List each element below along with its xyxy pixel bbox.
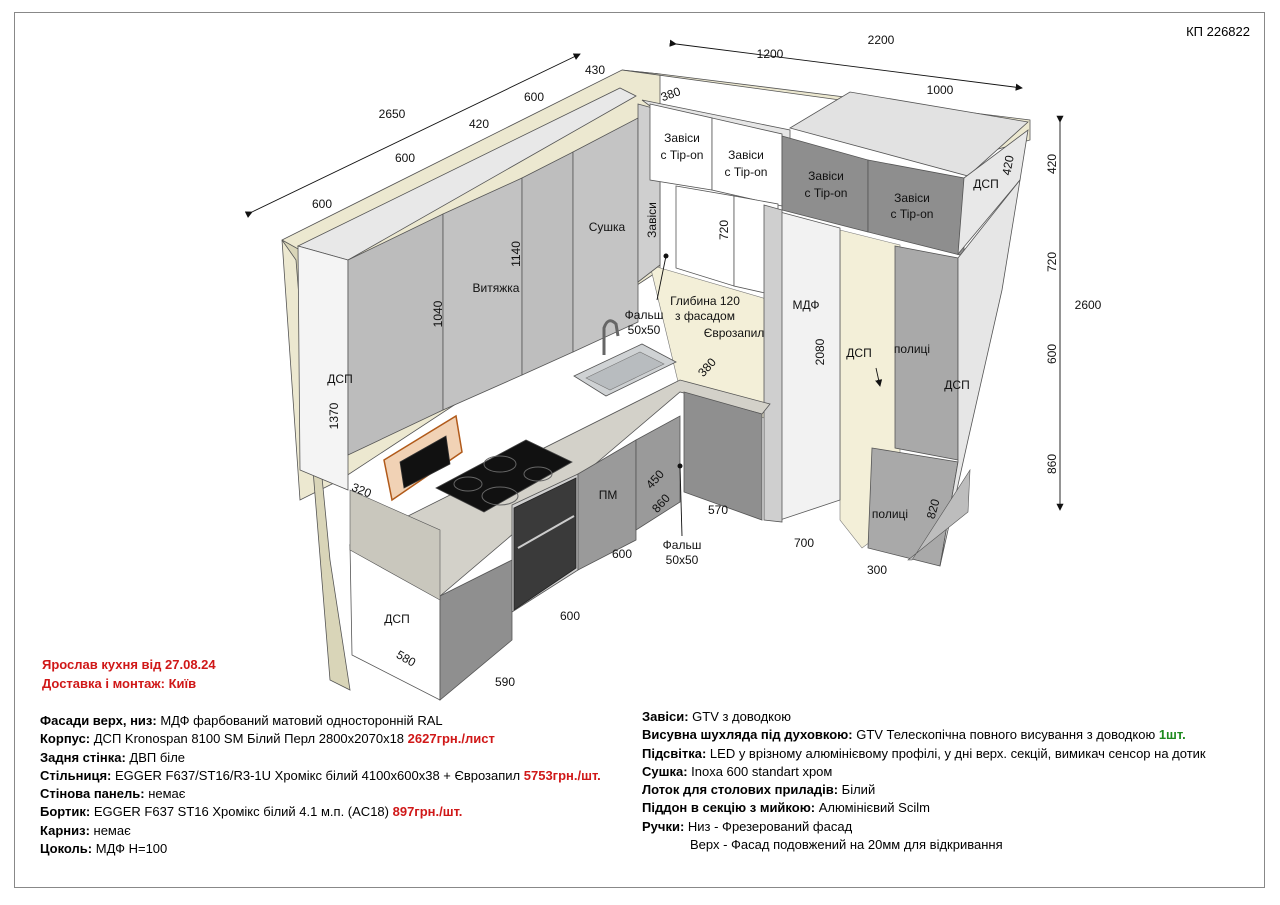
spec-row: Бортик: EGGER F637 ST16 Хромікс білий 4.… (40, 804, 463, 820)
dim-1200: 1200 (757, 47, 784, 61)
vdim-420: 420 (1045, 154, 1059, 174)
client-note-line2: Доставка і монтаж: Київ (42, 676, 197, 691)
spec-row: Піддон в секцію з мийкою: Алюмінієвий Sc… (642, 800, 930, 816)
dim-600-left: 600 (312, 197, 332, 211)
project-code: КП 226822 (1186, 24, 1250, 39)
label-zavisy-2a: Завіси (728, 148, 764, 162)
label-evrozapyl: Єврозапил (704, 326, 765, 340)
spec-row: Лоток для столових приладів: Білий (642, 782, 876, 798)
label-zavisy-2b: с Tip-on (725, 165, 768, 179)
vdim-600: 600 (1045, 344, 1059, 364)
label-zavisy-1b: с Tip-on (661, 148, 704, 162)
label-police-lower: полиці (872, 507, 908, 521)
label-dsp-top: ДСП (973, 177, 998, 191)
label-dsp-bottom: ДСП (384, 612, 409, 626)
dim-420: 420 (469, 117, 489, 131)
falsh-top-marker (663, 253, 669, 259)
spec-row: Фасади верх, низ: МДФ фарбований матовий… (40, 713, 443, 728)
dim-820: 820 (924, 497, 943, 520)
label-sushka: Сушка (589, 220, 626, 234)
dim-420-side: 420 (999, 154, 1016, 176)
dim-720: 720 (717, 220, 731, 240)
label-falsh-bottom: Фальш (663, 538, 702, 552)
spec-row: Цоколь: МДФ H=100 (40, 841, 168, 857)
dim-2650: 2650 (379, 107, 406, 121)
spec-row: Висувна шухляда під духовкою: GTV Телеск… (642, 727, 1186, 743)
label-falsh-top-size: 50x50 (628, 323, 661, 337)
spec-row: Стінова панель: немає (40, 786, 186, 802)
label-falsh-top: Фальш (625, 308, 664, 322)
label-dsp-side: ДСП (944, 378, 969, 392)
dimension-lines (244, 39, 1064, 537)
label-glybyna-1: Глибина 120 (670, 294, 740, 308)
label-glybyna-2: з фасадом (675, 309, 735, 323)
drawing-frame (14, 12, 1265, 888)
dim-600-oven: 600 (560, 609, 580, 623)
client-note-line1: Ярослав кухня від 27.08.24 (42, 657, 216, 672)
dim-1140: 1140 (509, 241, 523, 267)
label-zavisy-1a: Завіси (664, 131, 700, 145)
dim-700: 700 (794, 536, 814, 550)
dim-380-top: 380 (659, 84, 683, 104)
dim-600-pm: 600 (612, 547, 632, 561)
label-zavisy-4a: Завіси (894, 191, 930, 205)
vdim-720: 720 (1045, 252, 1059, 272)
dim-1040: 1040 (431, 300, 445, 327)
label-zavisy-4b: с Tip-on (891, 207, 934, 221)
spec-row: Карниз: немає (40, 822, 131, 838)
dim-590: 590 (495, 675, 515, 689)
label-vytyazhka: Витяжка (473, 281, 520, 295)
vdim-2600: 2600 (1075, 298, 1102, 312)
dim-1000: 1000 (927, 83, 954, 97)
appliances (383, 319, 677, 611)
spec-row: Задня стінка: ДВП біле (40, 749, 186, 765)
label-police-upper: полиці (894, 342, 930, 356)
dim-570: 570 (708, 503, 728, 517)
dim-1370: 1370 (327, 402, 341, 429)
specs-left: Фасади верх, низ: МДФ фарбований матовий… (40, 712, 601, 858)
label-zavisy-vertical: Завіси (645, 202, 659, 238)
spec-row: Корпус: ДСП Kronospan 8100 SM Білий Перл… (40, 731, 495, 747)
dim-2200: 2200 (868, 33, 895, 47)
spec-row: Ручки: Низ - Фрезерований фасад (642, 818, 853, 834)
dim-430: 430 (585, 63, 605, 77)
dim-600-top: 600 (524, 90, 544, 104)
dim-300: 300 (867, 563, 887, 577)
dim-600-mid: 600 (395, 151, 415, 165)
label-dsp-tall: ДСП (846, 346, 871, 360)
spec-row: Стільниця: EGGER F637/ST16/R3-1U Хромікс… (40, 767, 601, 783)
spec-row: Завіси: GTV з доводкою (642, 709, 791, 724)
spec-row: Підсвітка: LED у врізному алюмінієвому п… (642, 745, 1206, 761)
vdim-860: 860 (1045, 454, 1059, 474)
label-pm: ПМ (599, 488, 618, 502)
spec-row: Сушка: Inoxa 600 standart хром (642, 763, 833, 779)
label-zavisy-3a: Завіси (808, 169, 844, 183)
falsh-bottom-marker (677, 463, 683, 469)
label-mdf: МДФ (793, 298, 820, 312)
dim-2080: 2080 (813, 338, 827, 365)
specs-right: Завіси: GTV з доводкою Висувна шухляда п… (642, 708, 1206, 854)
tall-right-cabinets (763, 91, 1029, 567)
label-zavisy-3b: с Tip-on (805, 186, 848, 200)
label-dsp-left: ДСП (327, 372, 352, 386)
part-labels: ДСП ДСП ДСП ДСП ДСП МДФ ПМ полиці полиці… (327, 131, 998, 626)
spec-row-continuation: Верх - Фасад подовжений на 20мм для відк… (690, 837, 1003, 853)
label-falsh-bottom-size: 50x50 (666, 553, 699, 567)
